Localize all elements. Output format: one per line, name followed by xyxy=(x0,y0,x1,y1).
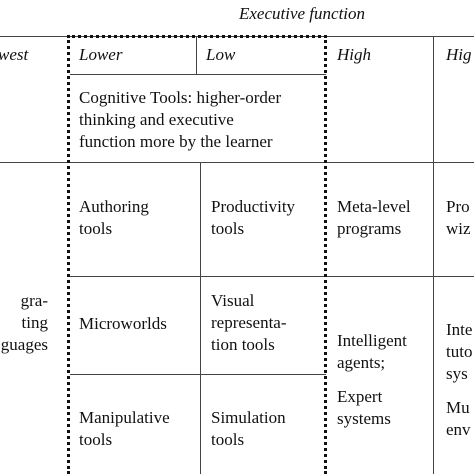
productivity-tools-label: Productivity tools xyxy=(211,197,296,238)
productivity-wizards-label: Pro wiz xyxy=(446,197,471,238)
executive-function-title: Executive function xyxy=(239,4,366,23)
col-divider-lower-low-body xyxy=(200,162,201,474)
col-divider-high-highest xyxy=(433,36,434,474)
col-header-lowest: west xyxy=(0,45,29,64)
dotted-border-top xyxy=(67,35,327,38)
dotted-border-right xyxy=(324,35,327,474)
cognitive-tools-note: Cognitive Tools: higher-order thinking a… xyxy=(79,88,282,151)
multimedia-environments-label: Mu env xyxy=(446,398,471,439)
microworlds-label: Microworlds xyxy=(79,314,167,333)
authoring-tools-label: Authoring tools xyxy=(79,197,149,238)
col-header-lower: Lower xyxy=(79,45,123,64)
manipulative-tools-label: Manipulative tools xyxy=(79,408,170,449)
col-header-highest: Hig xyxy=(446,45,472,64)
dotted-border-left xyxy=(67,35,70,474)
intelligent-agents-label: Intelligent agents; xyxy=(337,331,407,372)
expert-systems-label: Expert systems xyxy=(337,387,391,428)
col-header-low: Low xyxy=(206,45,236,64)
col-divider-lower-low xyxy=(196,36,197,74)
col-header-high: High xyxy=(337,45,371,64)
row-divider-2 xyxy=(70,374,326,375)
header-bottom-rule xyxy=(70,74,326,75)
meta-level-programs-label: Meta-level programs xyxy=(337,197,411,238)
simulation-tools-label: Simulation tools xyxy=(211,408,286,449)
section-divider-rule xyxy=(0,162,474,163)
intelligent-tutoring-systems-label: Inte tuto sys xyxy=(446,320,473,383)
row-divider-1 xyxy=(70,276,474,277)
programming-languages-label: gra- ting guages xyxy=(0,291,48,354)
visual-representation-tools-label: Visual representa- tion tools xyxy=(211,291,287,354)
